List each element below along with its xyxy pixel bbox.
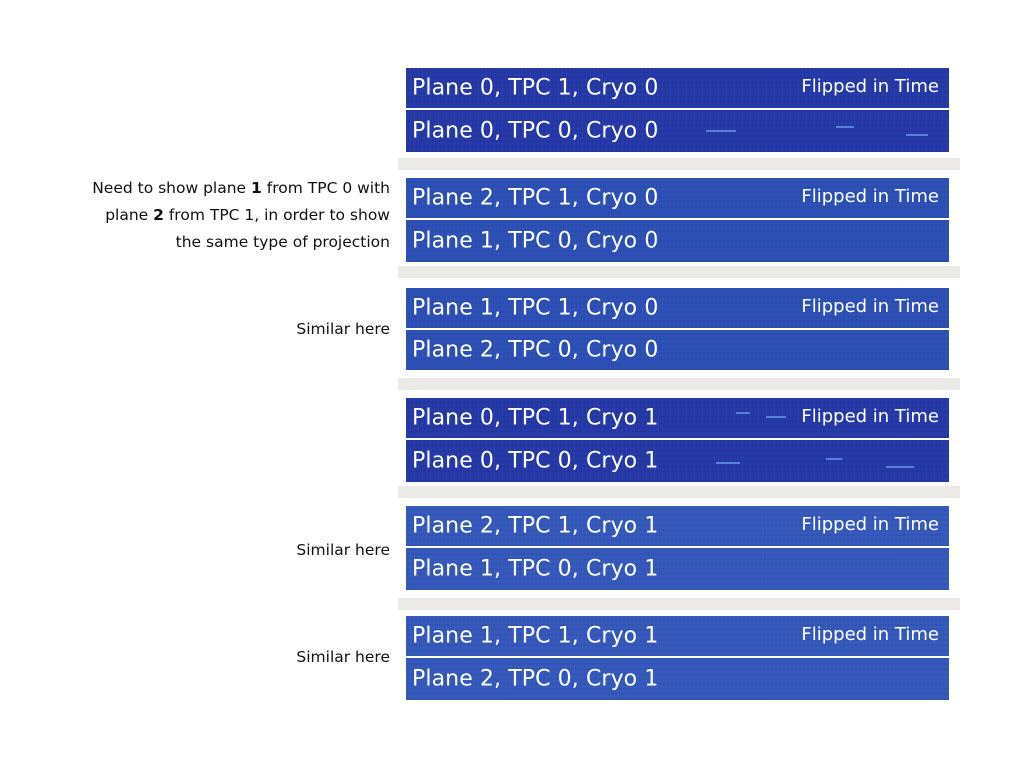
display-group-1: Plane 0, TPC 1, Cryo 0 Flipped in Time P… [398, 64, 960, 158]
group-separator [398, 266, 960, 278]
display-group-4: Plane 0, TPC 1, Cryo 1 Flipped in Time P… [398, 390, 960, 486]
panel-title: Plane 2, TPC 1, Cryo 1 [412, 513, 659, 539]
panel-title: Plane 0, TPC 1, Cryo 1 [412, 405, 659, 431]
flip-label: Flipped in Time [801, 186, 939, 208]
wire-panel-bottom: Plane 2, TPC 0, Cryo 1 [406, 658, 949, 700]
panel-title: Plane 0, TPC 1, Cryo 0 [412, 75, 659, 101]
panel-title: Plane 1, TPC 1, Cryo 0 [412, 295, 659, 321]
signal-streak [906, 134, 928, 136]
group-separator [398, 158, 960, 170]
annotation-projection-note: Need to show plane 1 from TPC 0 with pla… [92, 175, 390, 256]
panel-title: Plane 2, TPC 0, Cryo 1 [412, 666, 659, 692]
panel-title: Plane 0, TPC 0, Cryo 1 [412, 448, 659, 474]
note-line-1: Need to show plane 1 from TPC 0 with [92, 179, 390, 197]
annotation-similar-1: Similar here [296, 320, 390, 338]
signal-streak [826, 458, 842, 460]
display-group-6: Plane 1, TPC 1, Cryo 1 Flipped in Time P… [398, 610, 960, 704]
flip-label: Flipped in Time [801, 76, 939, 98]
annotation-similar-3: Similar here [296, 648, 390, 666]
panel-title: Plane 2, TPC 0, Cryo 0 [412, 337, 659, 363]
wire-panel-bottom: Plane 2, TPC 0, Cryo 0 [406, 330, 949, 370]
event-display-stack: Plane 0, TPC 1, Cryo 0 Flipped in Time P… [398, 64, 960, 704]
wire-panel-top: Plane 2, TPC 1, Cryo 1 Flipped in Time [406, 506, 949, 546]
note-line-3: the same type of projection [175, 233, 390, 251]
flip-label: Flipped in Time [801, 406, 939, 428]
signal-streak [706, 130, 736, 132]
signal-streak [886, 466, 914, 468]
signal-streak [836, 126, 854, 128]
wire-panel-top: Plane 1, TPC 1, Cryo 1 Flipped in Time [406, 616, 949, 656]
panel-title: Plane 1, TPC 0, Cryo 0 [412, 228, 659, 254]
group-separator [398, 598, 960, 610]
flip-label: Flipped in Time [801, 296, 939, 318]
wire-panel-top: Plane 0, TPC 1, Cryo 1 Flipped in Time [406, 398, 949, 438]
panel-title: Plane 1, TPC 0, Cryo 1 [412, 556, 659, 582]
group-separator [398, 486, 960, 498]
display-group-3: Plane 1, TPC 1, Cryo 0 Flipped in Time P… [398, 278, 960, 378]
wire-panel-bottom: Plane 1, TPC 0, Cryo 1 [406, 548, 949, 590]
group-separator [398, 378, 960, 390]
flip-label: Flipped in Time [801, 514, 939, 536]
display-group-2: Plane 2, TPC 1, Cryo 0 Flipped in Time P… [398, 170, 960, 266]
display-group-5: Plane 2, TPC 1, Cryo 1 Flipped in Time P… [398, 498, 960, 598]
signal-streak [716, 462, 740, 464]
wire-panel-top: Plane 2, TPC 1, Cryo 0 Flipped in Time [406, 178, 949, 218]
signal-streak [766, 416, 786, 418]
panel-title: Plane 2, TPC 1, Cryo 0 [412, 185, 659, 211]
annotation-similar-2: Similar here [296, 541, 390, 559]
wire-panel-bottom: Plane 0, TPC 0, Cryo 1 [406, 440, 949, 482]
signal-streak [736, 412, 750, 414]
wire-panel-bottom: Plane 1, TPC 0, Cryo 0 [406, 220, 949, 262]
wire-panel-top: Plane 0, TPC 1, Cryo 0 Flipped in Time [406, 68, 949, 108]
note-line-2: plane 2 from TPC 1, in order to show [105, 206, 390, 224]
panel-title: Plane 1, TPC 1, Cryo 1 [412, 623, 659, 649]
flip-label: Flipped in Time [801, 624, 939, 646]
panel-title: Plane 0, TPC 0, Cryo 0 [412, 118, 659, 144]
wire-panel-bottom: Plane 0, TPC 0, Cryo 0 [406, 110, 949, 152]
wire-panel-top: Plane 1, TPC 1, Cryo 0 Flipped in Time [406, 288, 949, 328]
